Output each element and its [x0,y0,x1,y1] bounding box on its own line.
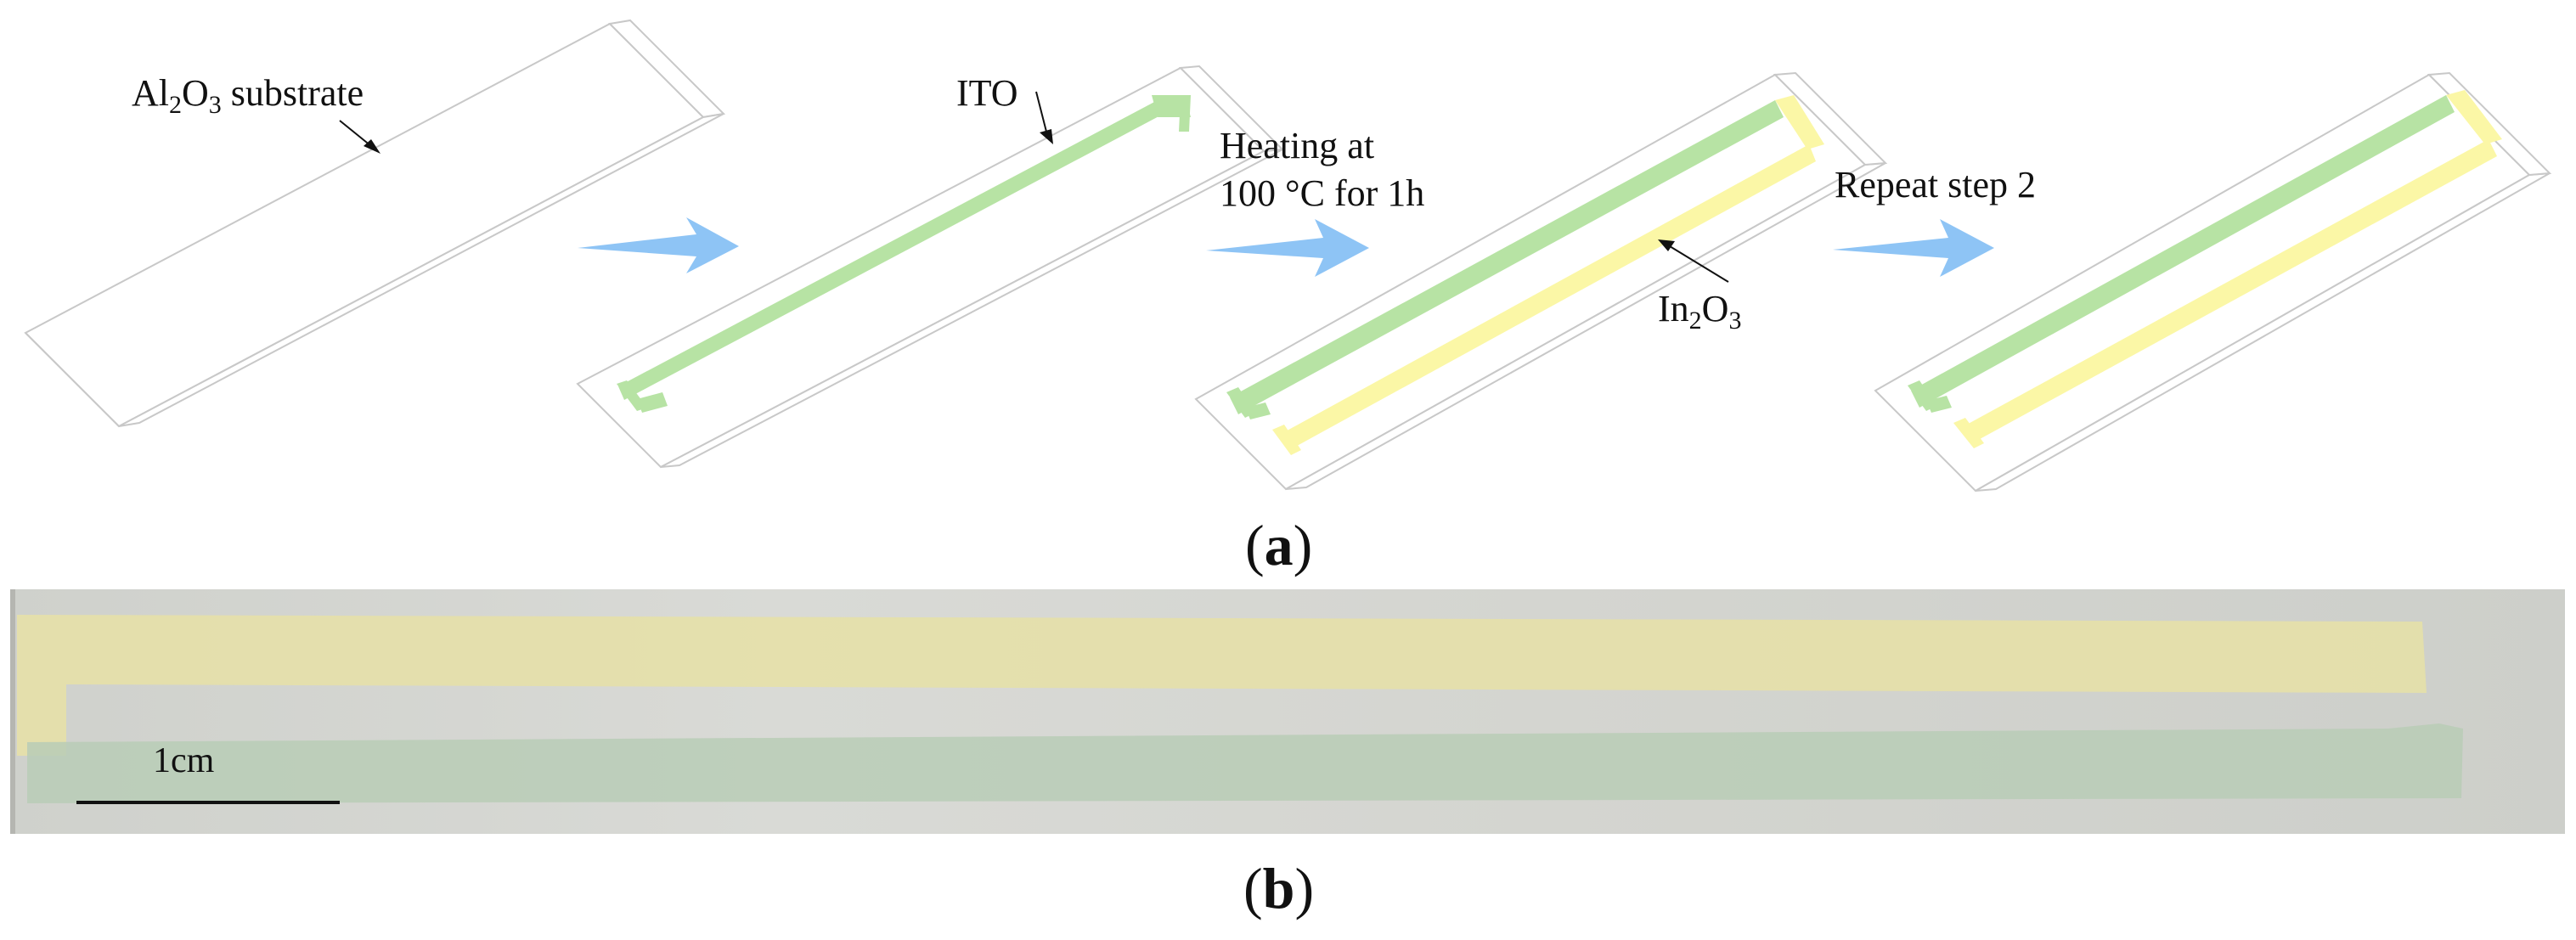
in2o3-electrode-step4 [1953,90,2502,448]
pointer-arrow-ito [1035,91,1053,144]
in2o3-label: In2O3 [1658,288,1742,335]
heating-label-line2: 100 °C for 1h [1220,172,1425,214]
sensor-photo-electrodes [10,589,2463,834]
scale-bar-label: 1cm [153,741,215,780]
ito-electrode-step3 [1226,100,1784,419]
substrate-step1 [24,19,726,428]
process-arrow-1 [578,217,739,273]
ito-electrode-step4 [1908,95,2455,413]
caption-a: (a) [1245,513,1313,577]
process-diagram [24,19,2552,493]
ito-label: ITO [956,72,1018,114]
substrate-label: Al2O3 substrate [132,72,364,119]
repeat-label: Repeat step 2 [1835,164,2037,205]
process-arrow-2 [1206,219,1369,277]
pointer-arrow-substrate [339,120,380,154]
caption-b: (b) [1243,856,1315,920]
substrate-step3 [1194,71,1888,491]
heating-label-line1: Heating at [1220,125,1375,166]
substrate-step2 [576,65,1285,469]
photo-ito-electrode [27,723,2463,803]
photo-in2o3-electrode [17,615,2427,756]
photo-left-edge [10,589,15,834]
ito-electrode-step2 [617,95,1191,413]
in2o3-electrode-step3 [1272,95,1824,455]
pointer-arrow-in2o3 [1658,239,1729,283]
process-arrow-3 [1833,219,1994,277]
sensor-photo: 1cm [10,589,2565,834]
